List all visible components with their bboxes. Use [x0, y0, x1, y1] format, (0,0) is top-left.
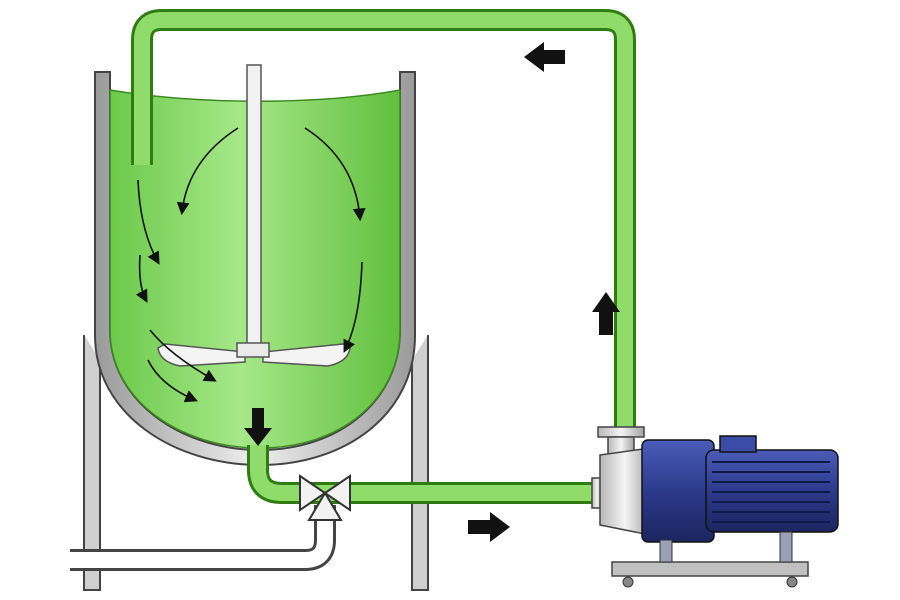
drain-line	[70, 505, 336, 571]
tank-outlet-pipe	[247, 445, 598, 504]
electric-motor	[641, 435, 839, 543]
agitator-shaft	[246, 64, 262, 356]
pump-base	[611, 531, 809, 588]
arrow-left-icon	[524, 42, 565, 72]
circulation-arrows	[135, 127, 366, 403]
tank-stand	[83, 335, 429, 591]
arrow-up-icon	[592, 292, 620, 335]
arrow-right-icon	[468, 512, 510, 542]
impeller-hub	[236, 342, 270, 358]
three-way-valve	[299, 474, 351, 521]
agitator	[157, 64, 351, 367]
tank-jacket	[94, 71, 416, 467]
recirculation-line	[131, 9, 636, 435]
arrow-down-icon	[244, 408, 272, 446]
flow-arrows	[244, 42, 620, 542]
